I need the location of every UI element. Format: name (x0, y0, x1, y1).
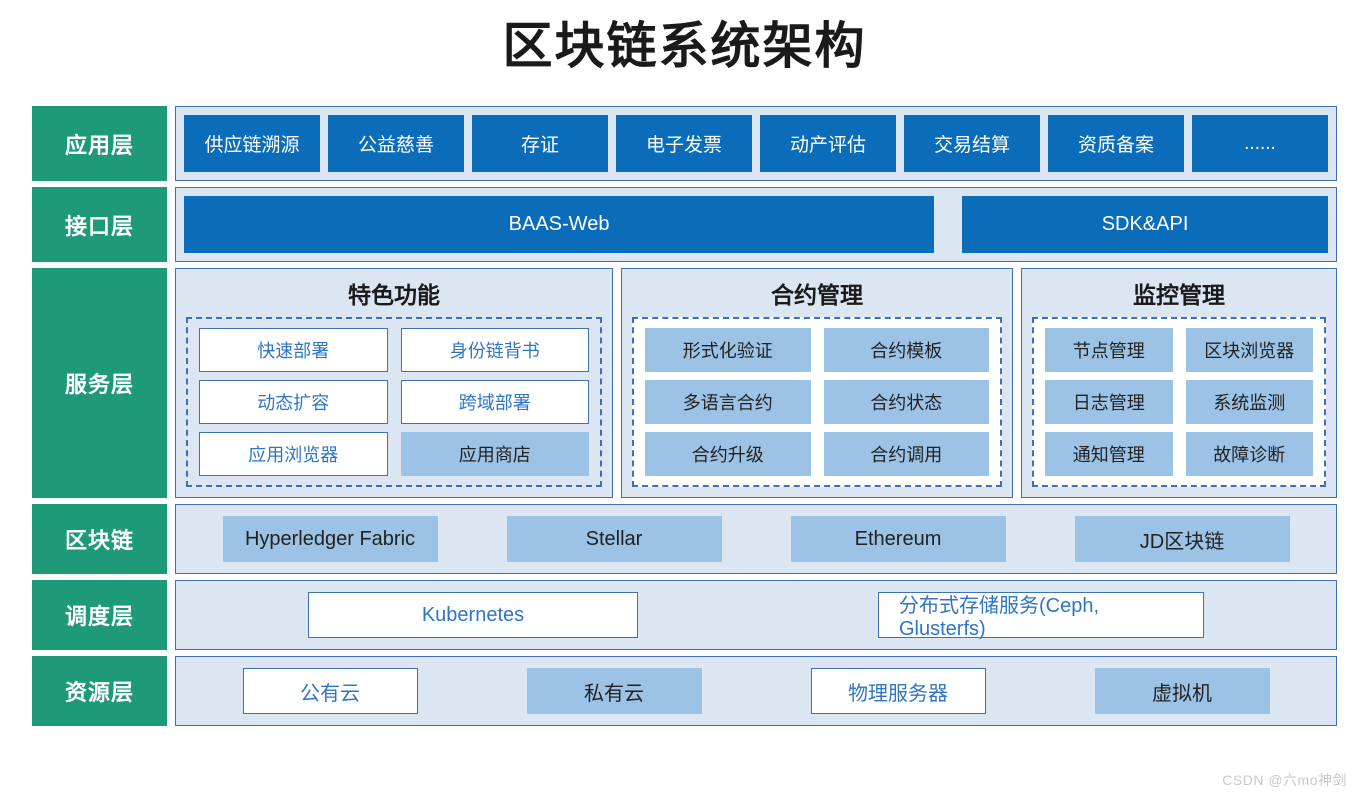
app-chip[interactable]: 交易结算 (904, 115, 1040, 172)
service-item[interactable]: 应用商店 (400, 432, 589, 476)
page-title: 区块链系统架构 (502, 18, 867, 74)
layer-label-service: 服务层 (32, 268, 167, 498)
layer-row-scheduling: 调度层 Kubernetes 分布式存储服务(Ceph, Glusterfs) (32, 580, 1337, 650)
service-item[interactable]: 合约模板 (823, 328, 989, 372)
service-item[interactable]: 故障诊断 (1185, 432, 1313, 476)
service-item[interactable]: 合约升级 (645, 432, 811, 476)
layer-row-resource: 资源层 公有云 私有云 物理服务器 虚拟机 (32, 656, 1337, 726)
service-panel-title: 监控管理 (1133, 282, 1225, 308)
interface-panel: BAAS-Web SDK&API (175, 187, 1337, 262)
service-item[interactable]: 区块浏览器 (1185, 328, 1313, 372)
architecture-diagram: 应用层 供应链溯源 公益慈善 存证 电子发票 动产评估 交易结算 资质备案 ..… (32, 106, 1337, 726)
service-panel-title: 合约管理 (771, 282, 863, 308)
blockchain-chip[interactable]: Ethereum (790, 516, 1006, 562)
watermark: CSDN @六mo神剑 (1222, 772, 1347, 788)
service-panel-contract: 合约管理 形式化验证 合约模板 多语言合约 合约状态 合约升级 合约调用 (621, 268, 1013, 498)
scheduling-panel: Kubernetes 分布式存储服务(Ceph, Glusterfs) (175, 580, 1337, 650)
app-chip[interactable]: 存证 (472, 115, 608, 172)
blockchain-chip[interactable]: Stellar (506, 516, 722, 562)
layer-label-blockchain: 区块链 (32, 504, 167, 574)
service-item[interactable]: 形式化验证 (645, 328, 811, 372)
service-panel-features: 特色功能 快速部署 身份链背书 动态扩容 跨域部署 应用浏览器 应用商店 (175, 268, 613, 498)
layer-label-application: 应用层 (32, 106, 167, 181)
app-chip-more[interactable]: ...... (1192, 115, 1328, 172)
layer-row-blockchain: 区块链 Hyperledger Fabric Stellar Ethereum … (32, 504, 1337, 574)
app-chip[interactable]: 动产评估 (760, 115, 896, 172)
service-item[interactable]: 节点管理 (1045, 328, 1173, 372)
service-item[interactable]: 快速部署 (199, 328, 388, 372)
service-item[interactable]: 合约调用 (823, 432, 989, 476)
resource-chip[interactable]: 私有云 (526, 668, 702, 714)
blockchain-panel: Hyperledger Fabric Stellar Ethereum JD区块… (175, 504, 1337, 574)
blockchain-chip-strip: Hyperledger Fabric Stellar Ethereum JD区块… (176, 516, 1336, 562)
interface-chip-strip: BAAS-Web SDK&API (176, 196, 1336, 253)
service-item[interactable]: 身份链背书 (400, 328, 589, 372)
app-chip[interactable]: 资质备案 (1048, 115, 1184, 172)
service-panel-title: 特色功能 (348, 282, 440, 308)
service-item[interactable]: 合约状态 (823, 380, 989, 424)
layer-label-resource: 资源层 (32, 656, 167, 726)
scheduling-chip-kubernetes[interactable]: Kubernetes (308, 592, 638, 638)
resource-chip[interactable]: 公有云 (242, 668, 418, 714)
service-panel-group: 特色功能 快速部署 身份链背书 动态扩容 跨域部署 应用浏览器 应用商店 合约管… (175, 268, 1337, 498)
resource-panel: 公有云 私有云 物理服务器 虚拟机 (175, 656, 1337, 726)
resource-chip[interactable]: 物理服务器 (810, 668, 986, 714)
service-panel-items: 形式化验证 合约模板 多语言合约 合约状态 合约升级 合约调用 (632, 317, 1002, 487)
service-panel-items: 节点管理 区块浏览器 日志管理 系统监测 通知管理 故障诊断 (1032, 317, 1326, 487)
layer-row-application: 应用层 供应链溯源 公益慈善 存证 电子发票 动产评估 交易结算 资质备案 ..… (32, 106, 1337, 181)
scheduling-chip-distributed-storage[interactable]: 分布式存储服务(Ceph, Glusterfs) (878, 592, 1204, 640)
service-item[interactable]: 日志管理 (1045, 380, 1173, 424)
service-item[interactable]: 动态扩容 (199, 380, 388, 424)
service-item[interactable]: 通知管理 (1045, 432, 1173, 476)
service-item[interactable]: 应用浏览器 (199, 432, 388, 476)
resource-chip-strip: 公有云 私有云 物理服务器 虚拟机 (176, 668, 1336, 714)
layer-label-scheduling: 调度层 (32, 580, 167, 650)
layer-row-interface: 接口层 BAAS-Web SDK&API (32, 187, 1337, 262)
scheduling-chip-strip: Kubernetes 分布式存储服务(Ceph, Glusterfs) (176, 592, 1336, 640)
application-panel: 供应链溯源 公益慈善 存证 电子发票 动产评估 交易结算 资质备案 ...... (175, 106, 1337, 181)
interface-chip-baas-web[interactable]: BAAS-Web (184, 196, 935, 253)
app-chip[interactable]: 公益慈善 (328, 115, 464, 172)
layer-row-service: 服务层 特色功能 快速部署 身份链背书 动态扩容 跨域部署 应用浏览器 应用商店… (32, 268, 1337, 498)
service-item[interactable]: 系统监测 (1185, 380, 1313, 424)
service-panel-items: 快速部署 身份链背书 动态扩容 跨域部署 应用浏览器 应用商店 (186, 317, 602, 487)
service-item[interactable]: 多语言合约 (645, 380, 811, 424)
service-panel-monitor: 监控管理 节点管理 区块浏览器 日志管理 系统监测 通知管理 故障诊断 (1021, 268, 1337, 498)
app-chip[interactable]: 供应链溯源 (184, 115, 320, 172)
application-chip-strip: 供应链溯源 公益慈善 存证 电子发票 动产评估 交易结算 资质备案 ...... (176, 115, 1336, 172)
blockchain-chip[interactable]: JD区块链 (1074, 516, 1290, 562)
blockchain-chip[interactable]: Hyperledger Fabric (222, 516, 438, 562)
resource-chip[interactable]: 虚拟机 (1094, 668, 1270, 714)
app-chip[interactable]: 电子发票 (616, 115, 752, 172)
interface-chip-sdk-api[interactable]: SDK&API (962, 196, 1328, 253)
service-item[interactable]: 跨域部署 (400, 380, 589, 424)
layer-label-interface: 接口层 (32, 187, 167, 262)
